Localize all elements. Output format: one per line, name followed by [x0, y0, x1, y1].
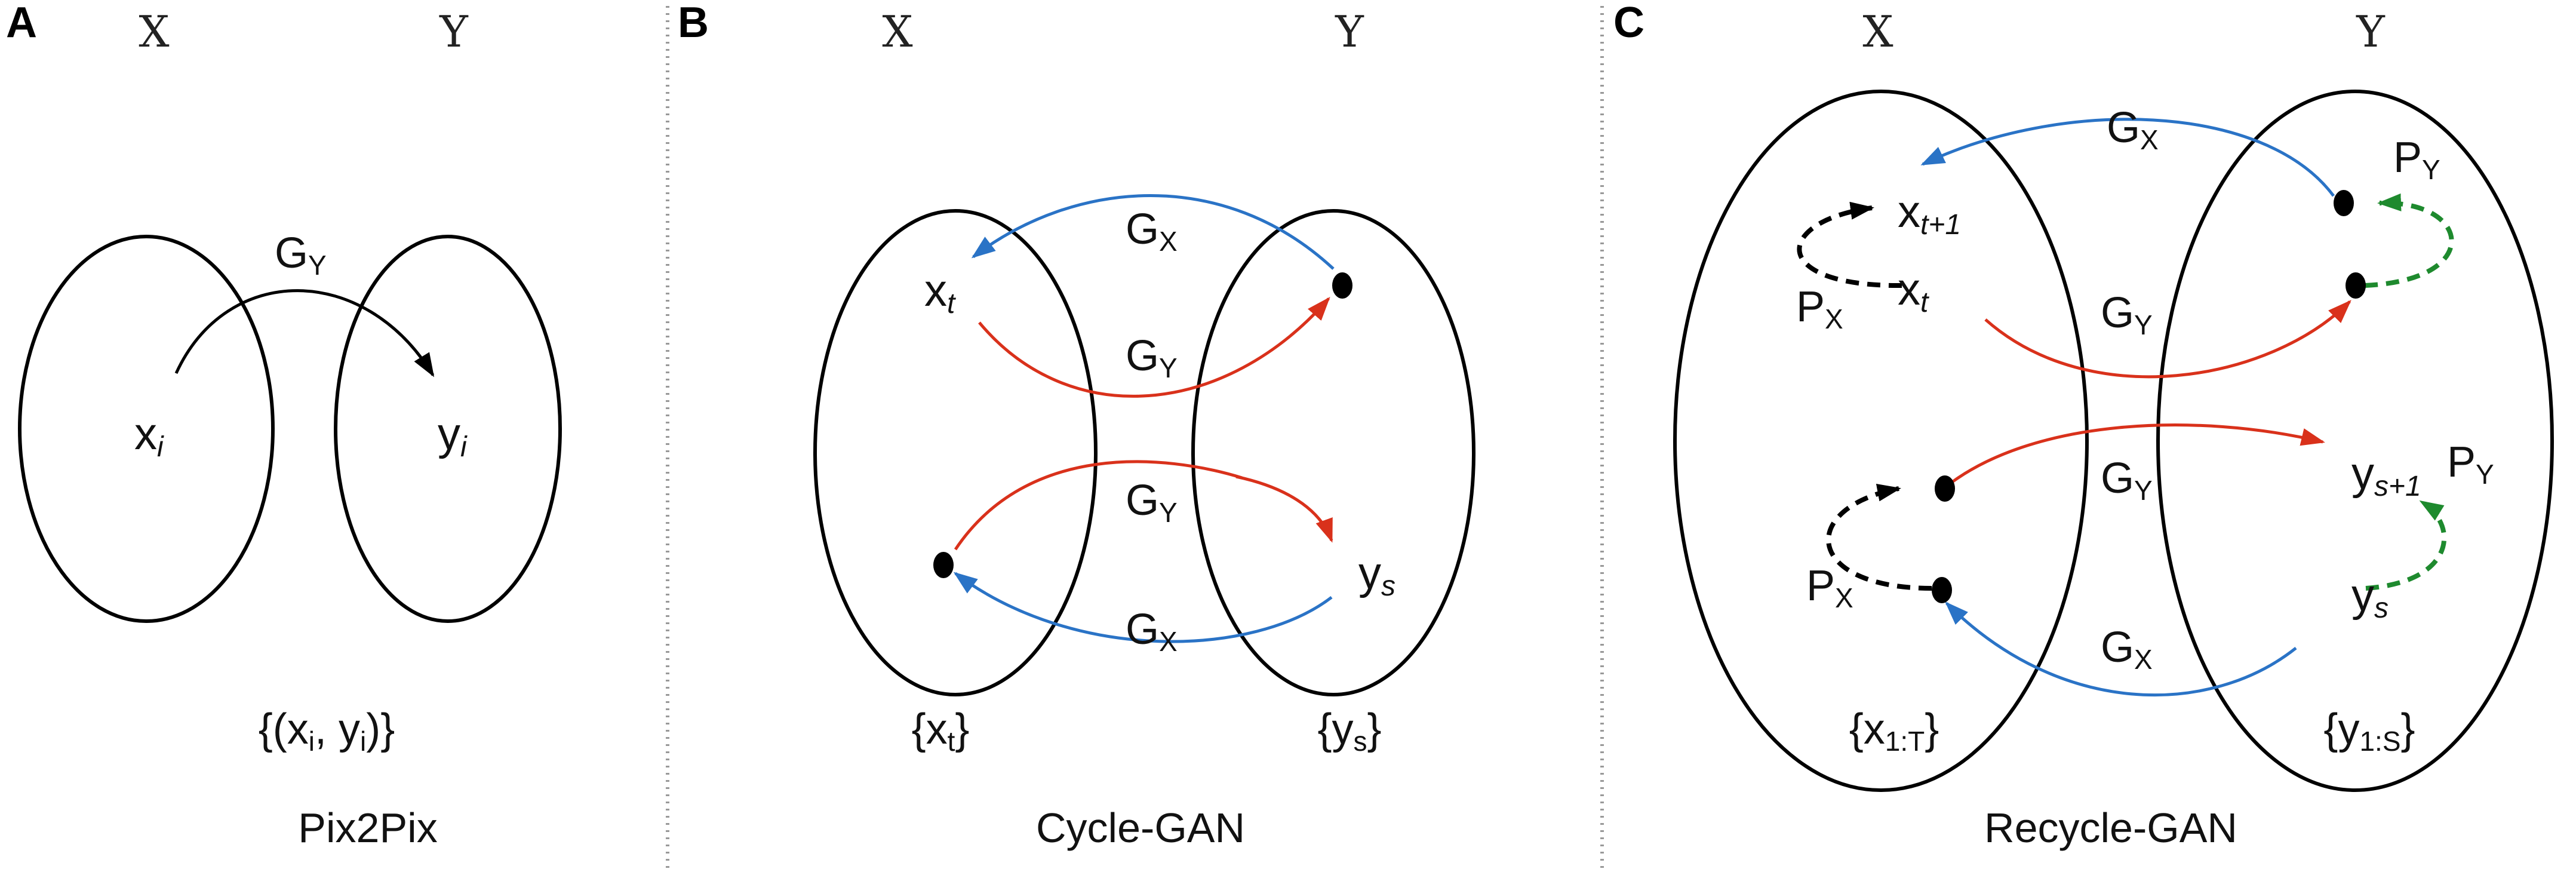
panel-label: A — [6, 0, 37, 47]
generator-x-arrow-lower — [953, 572, 1333, 643]
generator-x-label: GX — [1126, 205, 1178, 257]
generator-y-label: GY — [2101, 289, 2153, 340]
predictor-x-arrow-lower — [1826, 483, 1932, 591]
sample-x-next-label: xt+1 — [1898, 186, 1961, 241]
domain-x-title: X — [882, 7, 912, 57]
sample-y-label: ys — [1358, 548, 1395, 602]
sample-y-label: yi — [438, 409, 468, 463]
sample-x-label: xt — [1898, 264, 1929, 318]
generator-y-arrow-left — [954, 460, 1243, 551]
panel-b: B X Y GX GY GY GX xt ys {xt} {ys} Cycle-… — [678, 0, 1475, 851]
domain-x-ellipse — [813, 209, 1098, 696]
panel-caption: Pix2Pix — [298, 805, 437, 851]
domain-y-title: Y — [439, 7, 469, 57]
generator-y-arrow — [174, 289, 435, 377]
domain-x-ellipse — [18, 235, 275, 623]
generator-x-arrow-lower — [1945, 601, 2297, 697]
generator-x-arrow — [1920, 118, 2335, 197]
domain-y-ellipse — [2156, 90, 2554, 792]
predictor-x-label: PX — [1806, 562, 1853, 613]
generator-y-label: GY — [275, 229, 327, 281]
domain-y-title: Y — [1335, 7, 1364, 57]
predictor-x-arrow — [1797, 201, 1902, 288]
predictor-y-arrow-lower — [2365, 499, 2447, 591]
generator-x-label: GX — [1126, 606, 1178, 657]
set-y-label: {y1:S} — [2323, 705, 2415, 757]
sample-x-label: xt — [924, 265, 956, 320]
generator-y-arrow — [978, 296, 1330, 398]
sample-y-label: ys — [2351, 570, 2389, 624]
predictor-x-label: PX — [1796, 283, 1843, 334]
domain-y-title: Y — [2356, 7, 2386, 57]
domain-y-ellipse — [1191, 209, 1475, 696]
sample-x-label: xi — [134, 409, 164, 463]
paired-dataset-label: {(xi, yi)} — [259, 705, 395, 757]
set-x-label: {x1:T} — [1849, 705, 1939, 757]
panel-label: B — [678, 0, 709, 47]
generator-x-label: GX — [2107, 104, 2159, 155]
translated-sample-point — [2346, 272, 2366, 299]
predictor-y-arrow — [2364, 193, 2454, 288]
translated-sample-point — [933, 552, 954, 578]
generator-y-label: GY — [1126, 477, 1178, 528]
generator-y-label: GY — [2101, 455, 2153, 506]
translated-sample-point — [1332, 272, 1352, 299]
generator-x-label: GX — [2101, 624, 2153, 675]
panel-label: C — [1613, 0, 1644, 47]
panel-caption: Cycle-GAN — [1036, 805, 1245, 851]
generator-y-arrow — [1984, 300, 2351, 379]
sample-y-next-label: ys+1 — [2351, 448, 2421, 502]
panel-c: C X Y GX GY GY GX PX PX PY PY xt+1 xt ys… — [1613, 0, 2554, 851]
translated-sample-point — [2334, 190, 2354, 216]
generator-x-arrow — [971, 194, 1335, 270]
generator-y-arrow-right — [1235, 475, 1333, 543]
panel-a: A X Y GY xi yi {(xi, yi)} Pix2Pix — [6, 0, 562, 851]
generator-y-arrow-lower — [1942, 423, 2325, 490]
domain-y-ellipse — [334, 235, 562, 623]
domain-x-title: X — [139, 7, 169, 57]
translated-sample-point — [1935, 475, 1955, 502]
predictor-y-label: PY — [2393, 134, 2440, 185]
set-x-label: {xt} — [912, 705, 970, 757]
domain-x-ellipse — [1673, 90, 2089, 792]
panel-caption: Recycle-GAN — [1984, 805, 2237, 851]
set-y-label: {ys} — [1317, 705, 1381, 757]
predictor-y-label: PY — [2447, 438, 2494, 490]
generator-y-label: GY — [1126, 332, 1178, 383]
domain-x-title: X — [1862, 7, 1893, 57]
translated-sample-point — [1932, 577, 1952, 603]
